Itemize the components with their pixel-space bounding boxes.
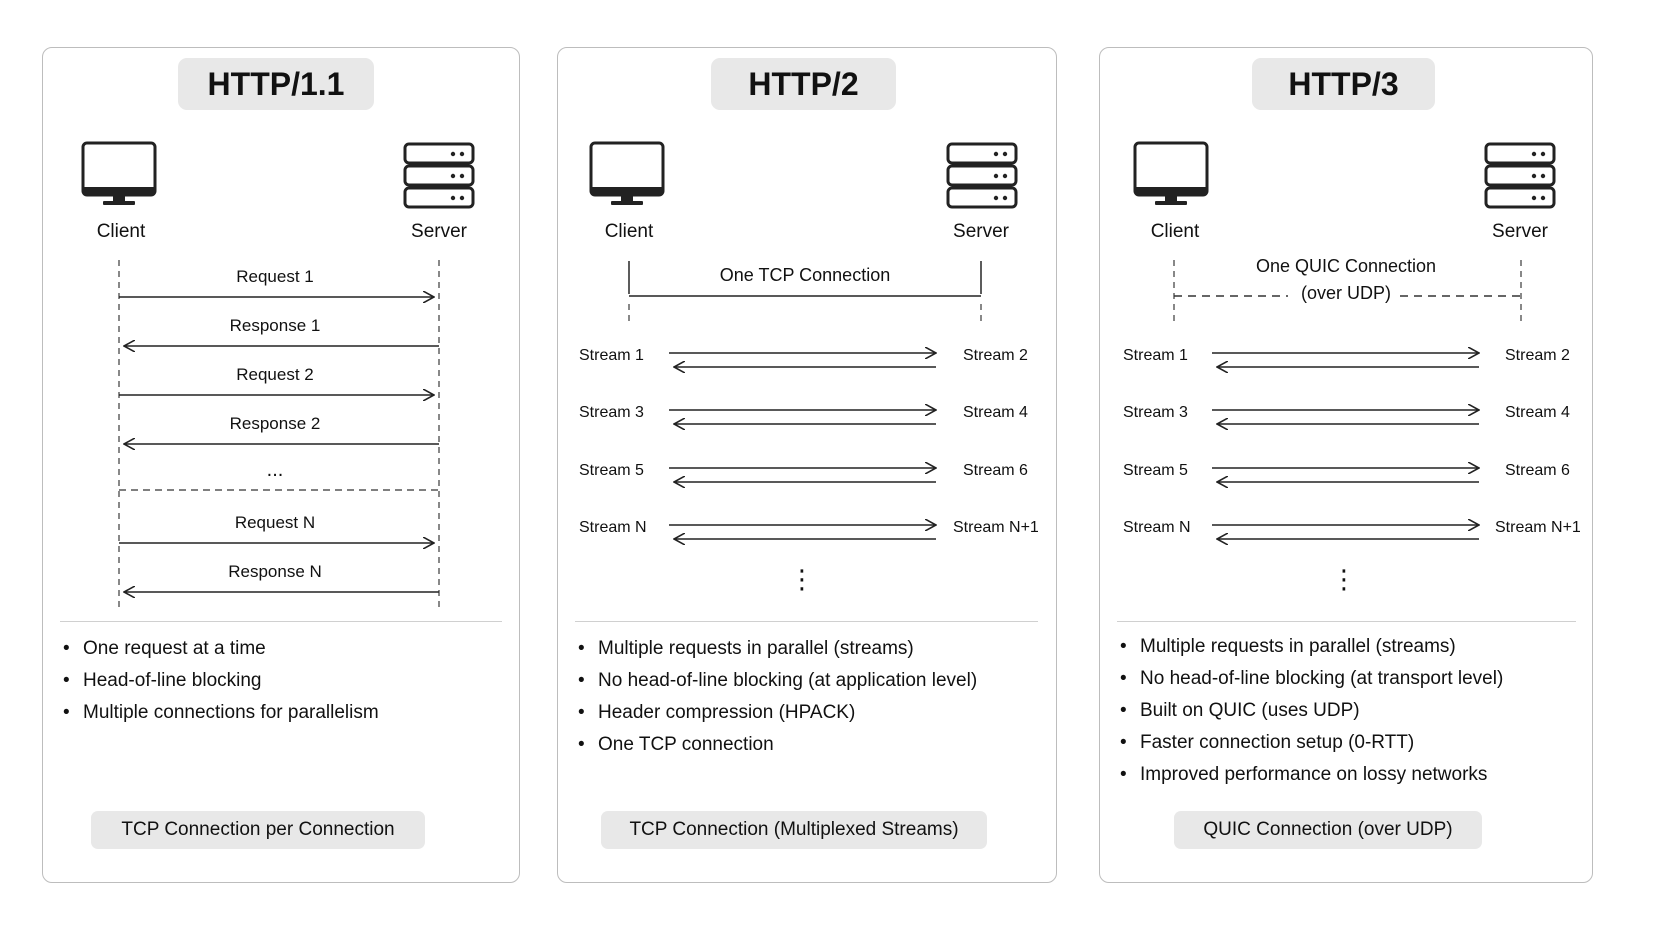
http2-divider: [575, 621, 1038, 622]
http3-bullet: Improved performance on lossy networks: [1118, 764, 1503, 786]
http11-footer-badge: TCP Connection per Connection: [91, 811, 425, 849]
http3-stream-row: Stream 1 Stream 2: [1123, 347, 1570, 367]
http3-diagram: Client Server One QUIC Connection (over …: [1123, 141, 1581, 594]
http3-stream-right-label: Stream 6: [1505, 462, 1570, 479]
http2-bullet: Header compression (HPACK): [576, 702, 977, 724]
http3-client-label: Client: [1151, 221, 1200, 242]
http11-bullet: Head-of-line blocking: [61, 670, 379, 692]
http3-stream-left-label: Stream 5: [1123, 462, 1188, 479]
http2-stream-right-label: Stream 2: [963, 347, 1028, 364]
http2-more-indicator: ⋮: [789, 564, 815, 594]
http2-stream-right-label: Stream 4: [963, 404, 1028, 421]
server-rack-icon: [946, 142, 1018, 209]
http3-bullet-list: Multiple requests in parallel (streams) …: [1118, 636, 1503, 796]
http2-stream-row: Stream 1 Stream 2: [579, 347, 1028, 367]
http3-stream-row: Stream N Stream N+1: [1123, 519, 1581, 539]
http3-stream-right-label: Stream 4: [1505, 404, 1570, 421]
http11-ellipsis: ...: [267, 459, 284, 481]
http3-stream-left-label: Stream N: [1123, 519, 1191, 536]
http11-message-label: Request 2: [236, 365, 314, 384]
http2-bullet: Multiple requests in parallel (streams): [576, 638, 977, 660]
http11-message-label: Request N: [235, 513, 315, 532]
server-rack-icon: [1484, 142, 1556, 209]
http11-server-label: Server: [411, 221, 468, 242]
http3-stream-right-label: Stream N+1: [1495, 519, 1581, 536]
http11-panel: HTTP/1.1 Client Server Request 1: [42, 47, 520, 883]
http2-title: HTTP/2: [711, 58, 896, 110]
http3-more-indicator: ⋮: [1331, 564, 1357, 594]
monitor-icon: [589, 141, 665, 205]
http3-title: HTTP/3: [1252, 58, 1435, 110]
http2-stream-row: Stream N Stream N+1: [579, 519, 1039, 539]
http3-panel: HTTP/3 Client Server One QUIC Connect: [1099, 47, 1593, 883]
http3-connection-label: One QUIC Connection: [1256, 256, 1436, 276]
http2-stream-left-label: Stream 3: [579, 404, 644, 421]
http2-stream-left-label: Stream N: [579, 519, 647, 536]
http11-message-label: Request 1: [236, 267, 314, 286]
http2-stream-right-label: Stream N+1: [953, 519, 1039, 536]
server-rack-icon: [403, 142, 475, 209]
http3-divider: [1117, 621, 1576, 622]
http3-stream-left-label: Stream 3: [1123, 404, 1188, 421]
http11-message-label: Response 2: [230, 414, 321, 433]
http2-server-label: Server: [953, 221, 1010, 242]
http11-message-label: Response 1: [230, 316, 321, 335]
http2-diagram: Client Server One TCP Connection Stream …: [579, 141, 1039, 594]
http11-title: HTTP/1.1: [178, 58, 374, 110]
http3-stream-row: Stream 3 Stream 4: [1123, 404, 1570, 424]
http2-stream-row: Stream 5 Stream 6: [579, 462, 1028, 482]
http2-bullet: One TCP connection: [576, 734, 977, 756]
http3-footer-badge: QUIC Connection (over UDP): [1174, 811, 1482, 849]
monitor-icon: [81, 141, 157, 205]
http11-divider: [60, 621, 502, 622]
http11-bullet: Multiple connections for parallelism: [61, 702, 379, 724]
http3-bullet: Built on QUIC (uses UDP): [1118, 700, 1503, 722]
http2-bullet-list: Multiple requests in parallel (streams) …: [576, 638, 977, 766]
http11-diagram: Client Server Request 1 Response 1 Reque…: [81, 141, 475, 610]
http2-footer-badge: TCP Connection (Multiplexed Streams): [601, 811, 987, 849]
http2-stream-right-label: Stream 6: [963, 462, 1028, 479]
http11-bullet-list: One request at a time Head-of-line block…: [61, 638, 379, 734]
http11-bullet: One request at a time: [61, 638, 379, 660]
http3-bullet: No head-of-line blocking (at transport l…: [1118, 668, 1503, 690]
http3-stream-row: Stream 5 Stream 6: [1123, 462, 1570, 482]
http3-bullet: Multiple requests in parallel (streams): [1118, 636, 1503, 658]
http2-stream-left-label: Stream 1: [579, 347, 644, 364]
http3-bullet: Faster connection setup (0-RTT): [1118, 732, 1503, 754]
http3-stream-right-label: Stream 2: [1505, 347, 1570, 364]
http2-bullet: No head-of-line blocking (at application…: [576, 670, 977, 692]
http2-client-label: Client: [605, 221, 654, 242]
http2-stream-row: Stream 3 Stream 4: [579, 404, 1028, 424]
http11-message-label: Response N: [228, 562, 322, 581]
http2-stream-left-label: Stream 5: [579, 462, 644, 479]
http2-panel: HTTP/2 Client Server One TCP Con: [557, 47, 1057, 883]
http3-stream-left-label: Stream 1: [1123, 347, 1188, 364]
monitor-icon: [1133, 141, 1209, 205]
http3-connection-sublabel: (over UDP): [1301, 283, 1391, 303]
http11-client-label: Client: [97, 221, 146, 242]
http3-server-label: Server: [1492, 221, 1549, 242]
http2-connection-label: One TCP Connection: [720, 265, 890, 285]
